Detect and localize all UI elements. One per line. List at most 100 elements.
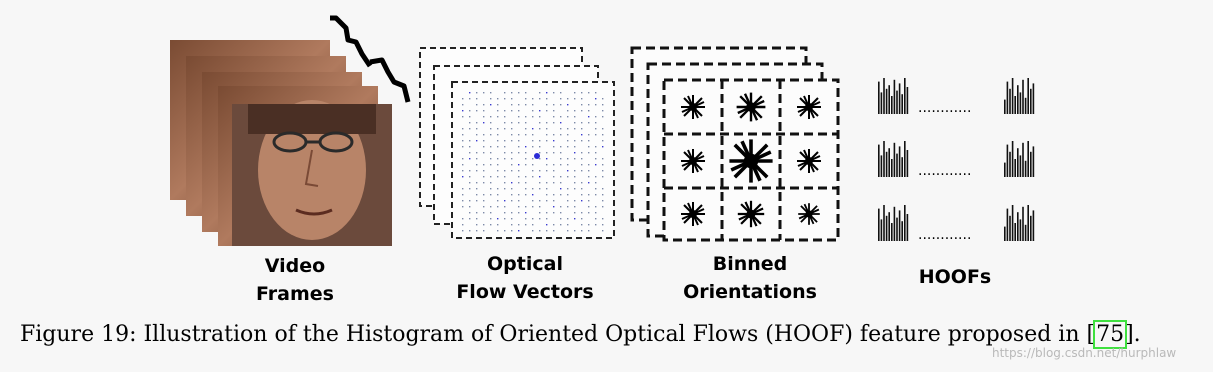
flow-vector-dot [553, 182, 555, 184]
flow-vector-dot [462, 104, 464, 106]
flow-vector-dot [560, 206, 562, 208]
flow-vector-dot [553, 170, 555, 172]
flow-vector-dot [476, 182, 478, 184]
histogram-bar [880, 92, 883, 114]
flow-vector-dot [532, 146, 534, 148]
flow-vector-dot [511, 98, 513, 100]
flow-vector-dot [546, 182, 548, 184]
flow-vector-dot [525, 218, 527, 220]
flow-vector-dot [539, 152, 541, 154]
flow-vector-dot [532, 158, 534, 160]
flow-vector-dot [469, 110, 471, 112]
flow-vector-dot [511, 92, 513, 94]
label-binned-line1: Binned [712, 253, 788, 275]
flow-vector-dot [462, 176, 464, 178]
hoof-histograms: .................................... [878, 78, 1035, 243]
flow-vector-dot [511, 188, 513, 190]
flow-vector-dot [546, 110, 548, 112]
flow-vector-dot [483, 206, 485, 208]
flow-vector-dot [490, 116, 492, 118]
histogram-bar [888, 148, 890, 177]
brace-bottom [369, 57, 411, 103]
histogram-bar [883, 78, 885, 114]
flow-vector-dot [553, 92, 555, 94]
flow-vector-dot [581, 122, 583, 124]
flow-vector-dot [581, 224, 583, 226]
flow-vector-dot [539, 128, 541, 130]
flow-vector-dot [602, 104, 604, 106]
flow-vector-dot [511, 158, 513, 160]
histogram-bar [896, 90, 898, 114]
flow-vector-dot [574, 218, 576, 220]
flow-vector-dot [539, 212, 541, 214]
flow-vector-dot [581, 194, 583, 196]
flow-vector-dot [602, 164, 604, 166]
flow-vector-dot [497, 200, 499, 202]
flow-vector-dot [553, 152, 555, 154]
flow-vector-dot [574, 230, 576, 232]
flow-vector-dot [602, 140, 604, 142]
flow-vector-dot [462, 224, 464, 226]
flow-vector-dot [546, 140, 548, 142]
label-flow-line2: Flow Vectors [456, 281, 594, 303]
flow-vector-dot [588, 92, 590, 94]
flow-vector-dot [539, 110, 541, 112]
histogram-bar [878, 81, 880, 114]
label-optical-flow: Optical Flow Vectors [440, 250, 610, 306]
histogram-bar [896, 153, 898, 177]
flow-vector-dot [476, 122, 478, 124]
histogram-bar [1030, 88, 1032, 114]
flow-vector-dot [581, 98, 583, 100]
flow-vector-dot [483, 152, 485, 154]
flow-vector-dot [588, 122, 590, 124]
watermark: https://blog.csdn.net/hurphlaw [992, 346, 1177, 360]
flow-vector-dot [504, 152, 506, 154]
hoof-ellipsis: ............ [918, 227, 971, 243]
flow-vector-dot [525, 104, 527, 106]
flow-vector-dot [581, 170, 583, 172]
flow-vector-dot [574, 140, 576, 142]
flow-vector-dot [525, 164, 527, 166]
flow-vector-dot [504, 92, 506, 94]
flow-vector-dot [469, 152, 471, 154]
flow-vector-dot [560, 122, 562, 124]
flow-vector-dot [560, 152, 562, 154]
flow-vector-dot [567, 116, 569, 118]
flow-vector-dot [546, 170, 548, 172]
flow-vector-dot [532, 104, 534, 106]
flow-vector-dot [469, 230, 471, 232]
flow-vector-dot [476, 194, 478, 196]
citation-link[interactable]: 75 [1093, 320, 1128, 349]
flow-vector-dot [546, 224, 548, 226]
flow-vector-dot [518, 230, 520, 232]
flow-vector-dot [532, 218, 534, 220]
flow-vector-dot [539, 182, 541, 184]
flow-vector-dot [497, 224, 499, 226]
flow-vector-dot [532, 116, 534, 118]
flow-vector-dot [588, 152, 590, 154]
flow-vector-dot [588, 104, 590, 106]
histogram-bar [1014, 223, 1016, 241]
flow-vector-dot [511, 230, 513, 232]
flow-vector-dot [462, 218, 464, 220]
flow-vector-dot [567, 134, 569, 136]
label-flow-line1: Optical [487, 253, 563, 275]
flow-vector-dot [483, 116, 485, 118]
flow-vector-dot [490, 152, 492, 154]
histogram-bar [1009, 88, 1011, 114]
flow-vector-dot [581, 200, 583, 202]
flow-vector-dot [525, 182, 527, 184]
flow-vector-dot [588, 116, 590, 118]
flow-vector-dot [511, 140, 513, 142]
flow-vector-dot [490, 176, 492, 178]
flow-vector-dot [581, 212, 583, 214]
flow-vector-dot [553, 164, 555, 166]
histogram-bar [904, 205, 906, 241]
flow-vector-dot [602, 176, 604, 178]
flow-vector-dot [574, 200, 576, 202]
flow-vector-dot [483, 182, 485, 184]
flow-vector-dot [504, 206, 506, 208]
hoof-ellipsis: ............ [918, 163, 971, 179]
flow-vector-dot [567, 110, 569, 112]
flow-vector-dot [553, 200, 555, 202]
